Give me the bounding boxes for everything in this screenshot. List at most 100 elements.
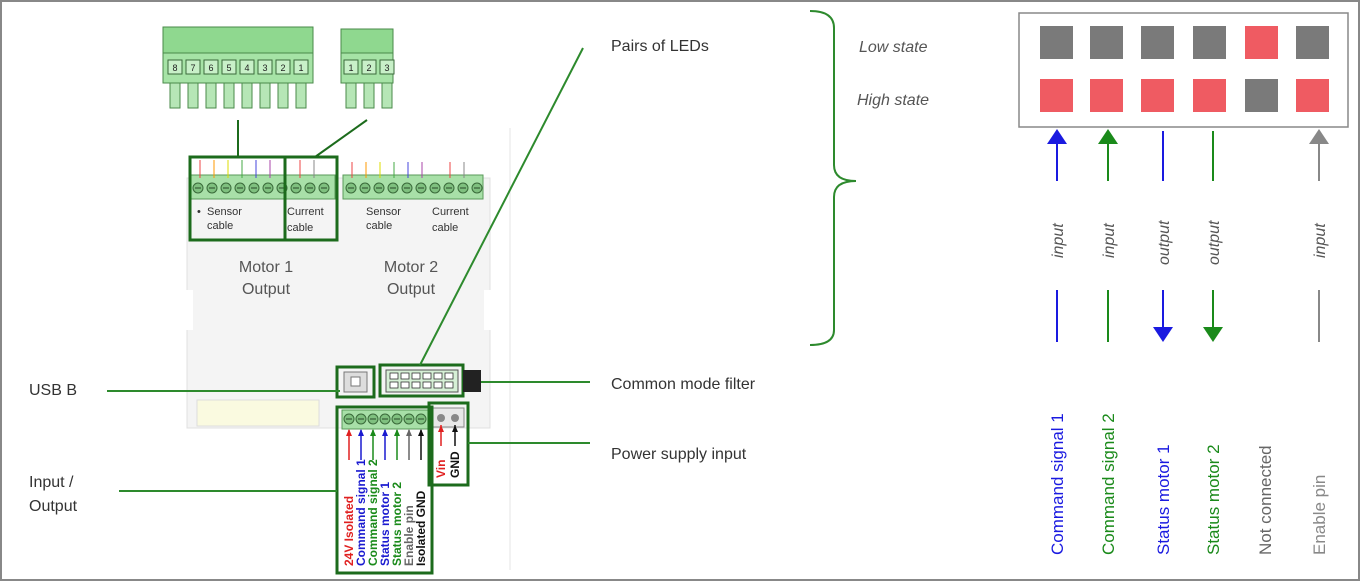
cmf-pin [389,381,399,389]
io-pin-label: Enable pin [402,505,416,566]
plug3-cell [361,59,377,75]
low-state-led [1245,26,1278,59]
plug8-pin-number: 7 [190,63,195,73]
motor1-output-line1: Motor 1 [239,259,293,276]
cmf-pin [422,381,432,389]
plug8-cell [239,59,255,75]
signal-name-label: Status motor 2 [1204,444,1223,555]
low-state-label: Low state [859,39,928,56]
plug3-connector-line [314,119,368,158]
plug8-cell [257,59,273,75]
signal-arrow-up-head [1098,129,1118,144]
m1-current-label-1: Current [287,206,324,218]
plug3-cell [379,59,395,75]
io-pin-arrow-head [382,429,388,436]
m2-sensor-label-2: cable [366,220,392,232]
plug3-cell [343,59,359,75]
low-state-led [1296,26,1329,59]
motor2-output-line1: Motor 2 [384,259,438,276]
low-state-led [1141,26,1174,59]
high-state-led [1141,79,1174,112]
curly-brace [809,10,857,346]
plug8-cell [167,59,183,75]
power-pin-arrow-head [438,425,444,432]
plug8-top [162,26,314,54]
board-notch-left [185,290,193,330]
plug8-cell [185,59,201,75]
high-state-label: High state [857,92,929,109]
plug3-top [340,28,394,54]
signal-name-label: Status motor 1 [1154,444,1173,555]
input-output-label-1: Input / [29,474,74,491]
m2-current-label-2: cable [432,222,458,234]
plug8-leg [277,82,289,109]
signal-name-label: Not connected [1256,445,1275,555]
power-pin-arrow-head [452,425,458,432]
led-panel-frame [1018,12,1349,128]
signal-arrow-down-head [1153,327,1173,342]
io-pin-label: Isolated GND [414,490,428,566]
high-state-led [1296,79,1329,112]
cmf-pin [389,372,399,380]
power-pin-label: Vin [434,460,448,478]
power-pin-label: GND [448,451,462,478]
plug8-cell [293,59,309,75]
signal-arrow-up-head [1047,129,1067,144]
high-state-led [1245,79,1278,112]
plug8-pin-number: 5 [226,63,231,73]
plug8-leg [241,82,253,109]
m2-sensor-label-1: Sensor [366,206,401,218]
io-pin-arrow-head [346,429,352,436]
high-state-led [1090,79,1123,112]
io-pin-arrow-head [358,429,364,436]
plug3-pin-number: 2 [366,63,371,73]
low-state-led [1040,26,1073,59]
motor1-wires [199,160,315,178]
io-pin-label: 24V Isolated [342,496,356,566]
plug8-leg [205,82,217,109]
usb-b-highlight [335,365,376,399]
cmf-pin [411,372,421,380]
io-pin-arrow-head [406,429,412,436]
io-pin-label: Command signal 1 [354,459,368,566]
m2-current-label-1: Current [432,206,469,218]
plug8-leg [259,82,271,109]
io-pin-label: Status motor 2 [390,482,404,566]
board-label-area [196,399,320,427]
signal-direction-label: input [1312,223,1329,258]
power-terminal-body [431,407,465,428]
signal-direction-label: output [1206,220,1223,265]
plug8-pin-number: 1 [298,63,303,73]
motor2-terminal-strip [342,162,484,200]
plug8-leg [295,82,307,109]
signal-direction-label: output [1156,220,1173,265]
common-mode-filter-label: Common mode filter [611,376,756,393]
plug3-leg [363,82,375,109]
plug8-leg [169,82,181,109]
io-pin-label: Command signal 2 [366,459,380,566]
power-supply-input-label: Power supply input [611,446,747,463]
cmf-pin [400,372,410,380]
m1-dot: • [197,206,201,218]
plug3-leg [381,82,393,109]
plug8-pin-number: 4 [244,63,249,73]
plug3-pin-number: 1 [348,63,353,73]
motor2-output-line2: Output [387,281,436,298]
plug8-cell [275,59,291,75]
board-notch-right [484,290,492,330]
motor2-wires [351,162,465,178]
plug8-cell [203,59,219,75]
cmf-pin [422,372,432,380]
high-state-led [1193,79,1226,112]
cmf-pin [444,372,454,380]
m1-sensor-label-2: cable [207,220,233,232]
io-pin-label: Status motor 1 [378,482,392,566]
plug8-cell [221,59,237,75]
high-state-led [1040,79,1073,112]
signal-direction-label: input [1050,223,1067,258]
power-screw-1 [437,414,445,422]
io-pin-arrow-head [418,429,424,436]
m1-current-label-2: cable [287,222,313,234]
plug3-pin-number: 3 [384,63,389,73]
